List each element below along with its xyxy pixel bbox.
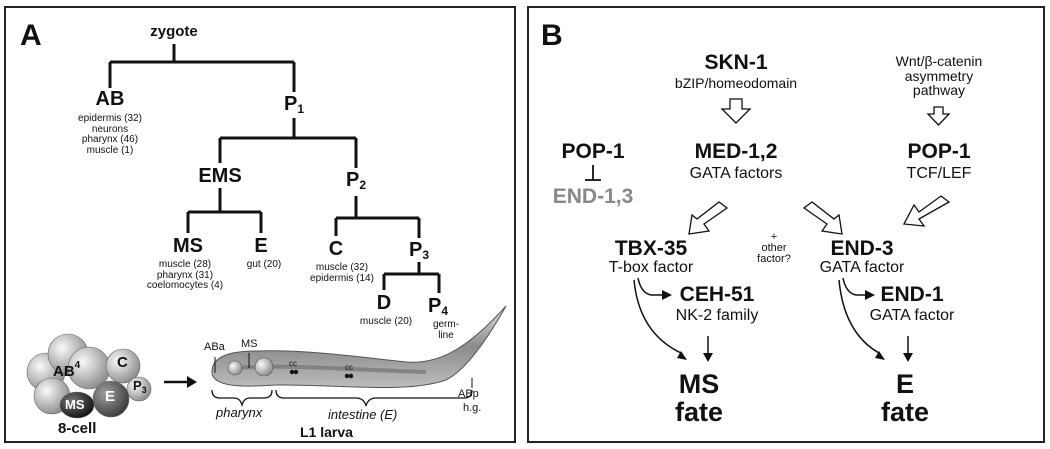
node-ems: EMS [198, 165, 242, 187]
node-p4: P4 [428, 295, 449, 318]
embryo-label-p3: P3 [133, 378, 147, 395]
pop1-left-label: POP-1 [561, 140, 625, 163]
ms-fate-label: MS fate [674, 369, 724, 428]
eight-cell-embryo [26, 333, 152, 419]
panel-b: B SKN-1 bZIP/homeodomain Wnt/β-catenin a… [527, 6, 1045, 443]
panel-a-label: A [20, 19, 42, 52]
embryo-label-ms: MS [65, 397, 85, 412]
skn1-label: SKN-1 [704, 51, 768, 74]
node-d: D [376, 292, 392, 314]
other-factor-label: + other factor? [757, 231, 791, 265]
node-p1: P1 [284, 93, 305, 116]
larva-label-intestine: intestine (E) [328, 407, 398, 422]
node-ms: MS [173, 235, 203, 257]
end3-label: END-3 [830, 237, 894, 260]
node-ab: AB [95, 88, 125, 110]
p4-fates: germ- line [432, 319, 460, 341]
tbx35-label: TBX-35 [614, 237, 688, 260]
end13-label: END-1,3 [552, 185, 634, 208]
embryo-label-ab: AB4 [53, 360, 81, 380]
c-fates: muscle (32) epidermis (14) [310, 262, 374, 284]
node-zygote: zygote [150, 23, 198, 40]
ceh51-description: NK-2 family [675, 307, 759, 324]
node-p3: P3 [409, 239, 430, 262]
ab-fates: epidermis (32) neurons pharynx (46) musc… [78, 113, 142, 156]
end1-label: END-1 [880, 283, 944, 306]
larva-label-pharynx: pharynx [216, 405, 263, 420]
panel-a: A zygote AB epidermis (32) neurons phary… [4, 6, 516, 443]
e-fates: gut (20) [246, 259, 282, 270]
embryo-and-larva-drawing [26, 305, 507, 419]
larva-label-cc-1: cc [289, 359, 297, 368]
embryo-caption: 8-cell [58, 420, 97, 437]
larva-label-aba: ABa [204, 341, 225, 353]
lineage-tree-lines [108, 44, 441, 293]
ms-fates: muscle (28) pharynx (31) coelomocytes (4… [146, 259, 224, 291]
skn1-description: bZIP/homeodomain [674, 75, 798, 91]
d-fates: muscle (20) [359, 316, 413, 327]
wnt-pathway-label: Wnt/β-catenin asymmetry pathway [895, 53, 983, 99]
larva-caption: L1 larva [300, 424, 353, 440]
end1-description: GATA factor [869, 307, 955, 324]
e-fate-label: E fate [880, 369, 930, 428]
embryo-label-c: C [117, 354, 128, 371]
larva-label-cc-2: cc [345, 363, 353, 372]
pathway-arrows [585, 98, 951, 362]
panel-b-label: B [541, 19, 563, 52]
larva-label-abp: ABp [458, 388, 479, 400]
pop1-right-label: POP-1 [907, 140, 971, 163]
embryo-label-e: E [105, 388, 116, 405]
tbx35-description: T-box factor [608, 259, 694, 276]
larva-label-ms: MS [241, 338, 258, 350]
pop1-right-description: TCF/LEF [906, 165, 972, 182]
med12-description: GATA factors [689, 165, 783, 182]
node-p2: P2 [346, 169, 367, 192]
l1-larva-body [211, 305, 507, 389]
node-e: E [254, 235, 268, 257]
med12-label: MED-1,2 [694, 140, 778, 163]
arrow-to-larva [164, 376, 197, 388]
ceh51-label: CEH-51 [679, 283, 755, 306]
node-c: C [328, 238, 344, 260]
larva-label-hindgut: h.g. [463, 402, 482, 414]
end3-description: GATA factor [819, 259, 905, 276]
